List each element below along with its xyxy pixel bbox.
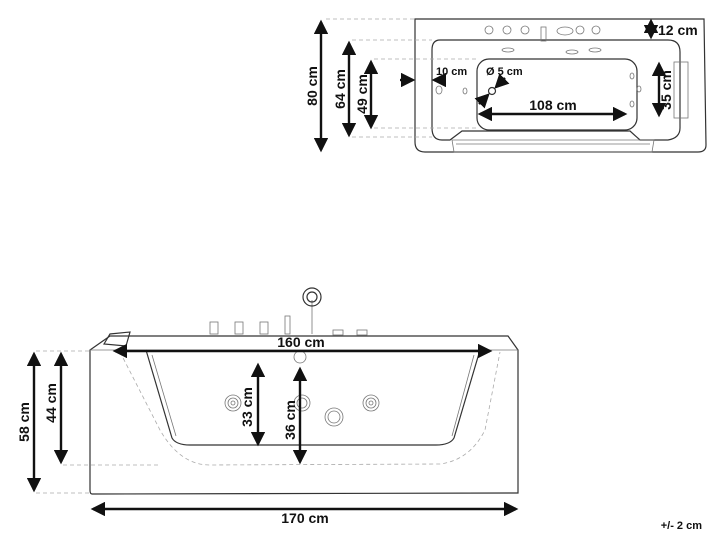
label-160cm: 160 cm [277, 334, 324, 350]
tolerance-note: +/- 2 cm [661, 520, 702, 532]
label-33cm: 33 cm [239, 387, 255, 427]
label-5cm-diameter: Ø 5 cm [486, 66, 523, 78]
top-view: 80 cm 64 cm 49 cm 12 cm 10 cm Ø 5 cm 108… [304, 18, 707, 153]
side-faucets [209, 300, 368, 336]
top-outer-outline [414, 18, 707, 153]
label-49cm: 49 cm [354, 74, 370, 114]
headrest-pillow [673, 61, 689, 119]
control-knobs [484, 25, 602, 55]
side-basin-outline [145, 349, 481, 446]
label-10cm: 10 cm [436, 66, 467, 78]
label-170cm: 170 cm [281, 510, 328, 526]
drain-icon [487, 86, 497, 96]
side-view: 58 cm 44 cm 33 cm 36 cm 160 cm 170 cm [16, 287, 519, 526]
label-64cm: 64 cm [332, 69, 348, 109]
label-108cm: 108 cm [529, 97, 576, 113]
side-floor-guide [119, 351, 501, 466]
label-80cm: 80 cm [304, 66, 320, 106]
top-front-panel [451, 139, 655, 153]
dim-arrow-5-a [494, 73, 510, 89]
side-basin-inner [151, 354, 475, 437]
top-rim-outline [431, 39, 681, 141]
label-35cm: 35 cm [658, 70, 674, 110]
dim-arrow-5-b [474, 93, 490, 109]
side-guides [36, 350, 160, 494]
side-body-outline [89, 335, 519, 495]
label-36cm: 36 cm [282, 400, 298, 440]
label-44cm: 44 cm [43, 383, 59, 423]
shower-head-icon [302, 287, 322, 307]
label-12cm: 12 cm [658, 22, 698, 38]
overflow-drain [293, 350, 307, 364]
label-58cm: 58 cm [16, 402, 32, 442]
top-guides [326, 18, 477, 138]
headrest [102, 331, 131, 347]
